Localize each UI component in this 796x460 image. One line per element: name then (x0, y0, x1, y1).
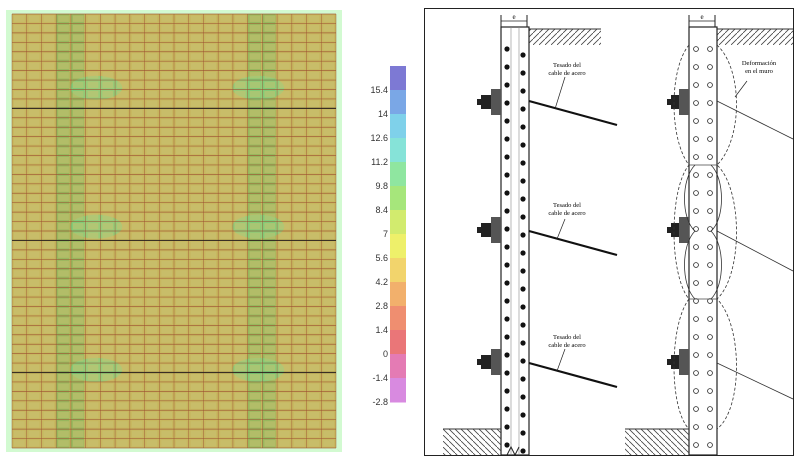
legend-tick-label: 1.4 (375, 325, 388, 335)
contour-mesh (6, 10, 342, 452)
soil-top-left (529, 29, 601, 45)
soil-top-right (717, 29, 793, 45)
deformation-label-line2: en el muro (745, 68, 773, 75)
cable-label-1-line2: cable de acero (548, 70, 585, 77)
dimension-label-right: e (700, 13, 703, 21)
legend-tick-label: 14 (378, 109, 388, 119)
soil-bottom-right (625, 429, 689, 455)
legend-tick-label: 11.2 (371, 157, 388, 167)
deformation-label-line1: Deformación (742, 60, 777, 67)
wall-section-right: e (625, 13, 794, 456)
cable-5 (716, 230, 794, 272)
anchor-head-6 (667, 349, 689, 375)
cable-label-3-line2: cable de acero (548, 342, 585, 349)
cable-1 (528, 99, 618, 127)
cable-2 (528, 229, 618, 257)
legend-tick-label: 0 (383, 349, 388, 359)
cable-label-2-line1: Tesado del (553, 202, 581, 209)
legend-tick-label: 12.6 (370, 133, 388, 143)
wall-section-left: e (443, 13, 618, 457)
dimension-label-left: e (512, 13, 515, 21)
anchor-head-1 (477, 89, 501, 115)
cable-label-1-line1: Tesado del (553, 62, 581, 69)
cable-label-3-line1: Tesado del (553, 334, 581, 341)
anchor-head-5 (667, 217, 689, 243)
wall-section-panel: e (424, 8, 794, 457)
legend-tick-label: 8.4 (375, 205, 388, 215)
contour-mesh-panel (6, 10, 342, 452)
wall-section-diagram: e (443, 13, 794, 457)
legend-tick-label: 15.4 (370, 85, 388, 95)
deformation-curve-outer (716, 44, 737, 430)
anchor-head-2 (477, 217, 501, 243)
legend-tick-label: 7 (383, 229, 388, 239)
legend-tick-label: 2.8 (375, 301, 388, 311)
wall-body-right (688, 26, 718, 456)
legend-scale: 15.4 14 12.6 11.2 9.8 8.4 7 5.6 4.2 2.8 1.4 0 -1.4 -2… (370, 66, 406, 407)
cable-4 (716, 100, 794, 140)
legend-tick-label: -1.4 (372, 373, 388, 383)
rebar-circles-right (693, 46, 713, 448)
soil-bottom-left (443, 429, 501, 455)
legend-tick-label: 4.2 (375, 277, 388, 287)
cable-label-2-line2: cable de acero (548, 210, 585, 217)
anchor-head-4 (667, 89, 689, 115)
cable-6 (716, 362, 794, 400)
cable-3 (528, 361, 618, 389)
anchor-head-3 (477, 349, 501, 375)
legend-tick-label: 9.8 (375, 181, 388, 191)
legend-tick-label: -2.8 (372, 397, 388, 406)
contour-legend: 15.4 14 12.6 11.2 9.8 8.4 7 5.6 4.2 2.8 1.4 0 -1.4 -2… (368, 62, 418, 407)
deformation-curve-inner (673, 44, 690, 430)
rebar-dots-left (504, 46, 526, 454)
legend-tick-label: 5.6 (375, 253, 388, 263)
